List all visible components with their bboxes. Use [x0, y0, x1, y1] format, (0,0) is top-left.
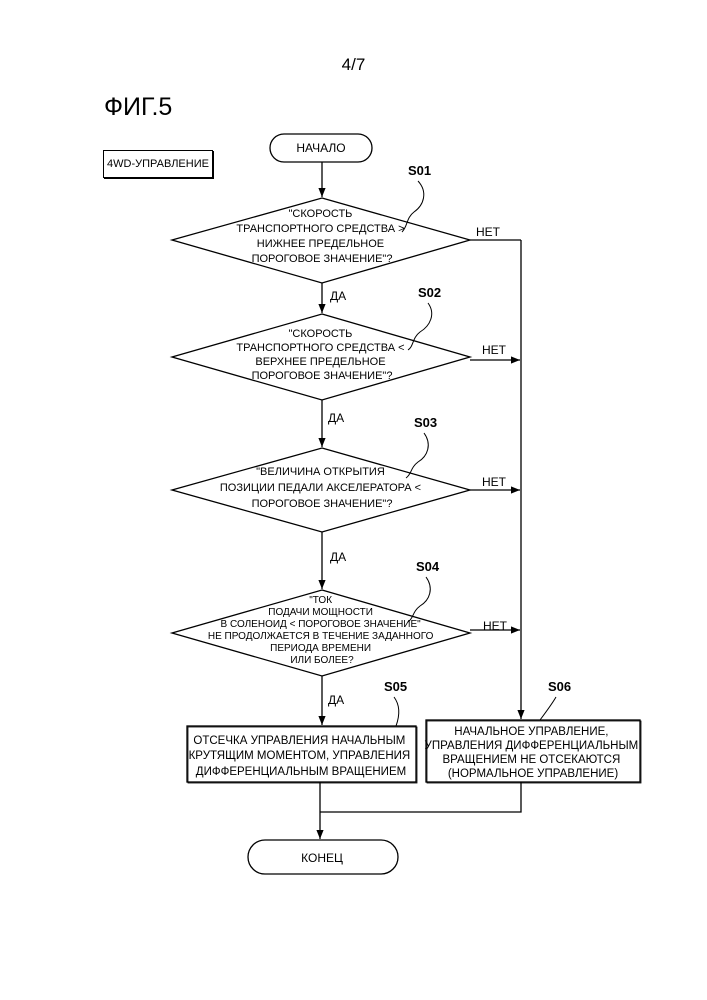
s02-line: ПОРОГОВОЕ ЗНАЧЕНИЕ"?	[252, 370, 393, 382]
s01-line: НИЖНЕЕ ПРЕДЕЛЬНОЕ	[257, 238, 384, 250]
s06-line: (НОРМАЛЬНОЕ УПРАВЛЕНИЕ)	[448, 768, 618, 780]
s02-no-label: НЕТ	[482, 343, 507, 357]
s04-line: ПЕРИОДА ВРЕМЕНИ	[270, 643, 371, 654]
s03-line: ПОЗИЦИИ ПЕДАЛИ АКСЕЛЕРАТОРА <	[220, 482, 421, 494]
s02-id: S02	[418, 285, 441, 300]
s06-line: НАЧАЛЬНОЕ УПРАВЛЕНИЕ,	[454, 726, 608, 738]
s06-id: S06	[548, 679, 571, 694]
s01-yes-label: ДА	[330, 289, 346, 303]
s03-line: ПОРОГОВОЕ ЗНАЧЕНИЕ"?	[252, 498, 393, 510]
s02-line: "СКОРОСТЬ	[289, 328, 353, 340]
s03-line: "ВЕЛИЧИНА ОТКРЫТИЯ	[256, 466, 385, 478]
s02-line: ТРАНСПОРТНОГО СРЕДСТВА <	[236, 342, 404, 354]
s05-id: S05	[384, 679, 407, 694]
s06-line: УПРАВЛЕНИЯ ДИФФЕРЕНЦИАЛЬНЫМ	[425, 740, 639, 752]
s05-line: КРУТЯЩИМ МОМЕНТОМ, УПРАВЛЕНИЯ	[189, 750, 411, 762]
s02-line: ВЕРХНЕЕ ПРЕДЕЛЬНОЕ	[255, 356, 385, 368]
s01-line: ПОРОГОВОЕ ЗНАЧЕНИЕ"?	[252, 253, 393, 265]
svg-text:"ТОК ПОДАЧИ МОЩНОСТИ В: "ТОК ПОДАЧИ МОЩНОСТИ В СОЛЕНОИД < ПОРОГО…	[208, 595, 436, 666]
s04-yes-label: ДА	[328, 693, 344, 707]
s04-leader	[408, 577, 430, 622]
s03-no-label: НЕТ	[482, 475, 507, 489]
end-label: КОНЕЦ	[301, 851, 343, 865]
s04-id: S04	[416, 559, 440, 574]
s05-line: ОТСЕЧКА УПРАВЛЕНИЯ НАЧАЛЬНЫМ	[193, 735, 405, 747]
s01-line: ТРАНСПОРТНОГО СРЕДСТВА >	[236, 223, 404, 235]
s04-line: НЕ ПРОДОЛЖАЕТСЯ В ТЕЧЕНИЕ ЗАДАННОГО	[208, 631, 434, 642]
s01-line: "СКОРОСТЬ	[289, 208, 353, 220]
s06-leader	[540, 697, 556, 720]
s03-yes-label: ДА	[330, 550, 346, 564]
s03-id: S03	[414, 415, 437, 430]
s06-line: ВРАЩЕНИЕМ НЕ ОТСЕКАЮТСЯ	[442, 754, 620, 766]
s01-id: S01	[408, 163, 431, 178]
s02-yes-label: ДА	[328, 411, 344, 425]
s01-no-label: НЕТ	[476, 225, 501, 239]
s05-line: ДИФФЕРЕНЦИАЛЬНЫМ ВРАЩЕНИЕМ	[196, 766, 406, 778]
s04-no-label: НЕТ	[483, 619, 508, 633]
svg-text:ОТСЕЧКА УПРАВЛЕНИЯ НАЧАЛЬНЫМ: ОТСЕЧКА УПРАВЛЕНИЯ НАЧАЛЬНЫМ КРУТЯЩИМ МО…	[189, 735, 414, 778]
start-label: НАЧАЛО	[296, 141, 345, 155]
connector-s06-merge	[320, 782, 521, 812]
s03-leader	[406, 433, 428, 478]
s04-line: В СОЛЕНОИД < ПОРОГОВОЕ ЗНАЧЕНИЕ"	[221, 619, 422, 630]
s04-line: ИЛИ БОЛЕЕ?	[290, 655, 354, 666]
s04-line: ПОДАЧИ МОЩНОСТИ	[268, 607, 373, 618]
s05-leader	[394, 697, 399, 726]
s04-line: "ТОК	[309, 595, 332, 606]
